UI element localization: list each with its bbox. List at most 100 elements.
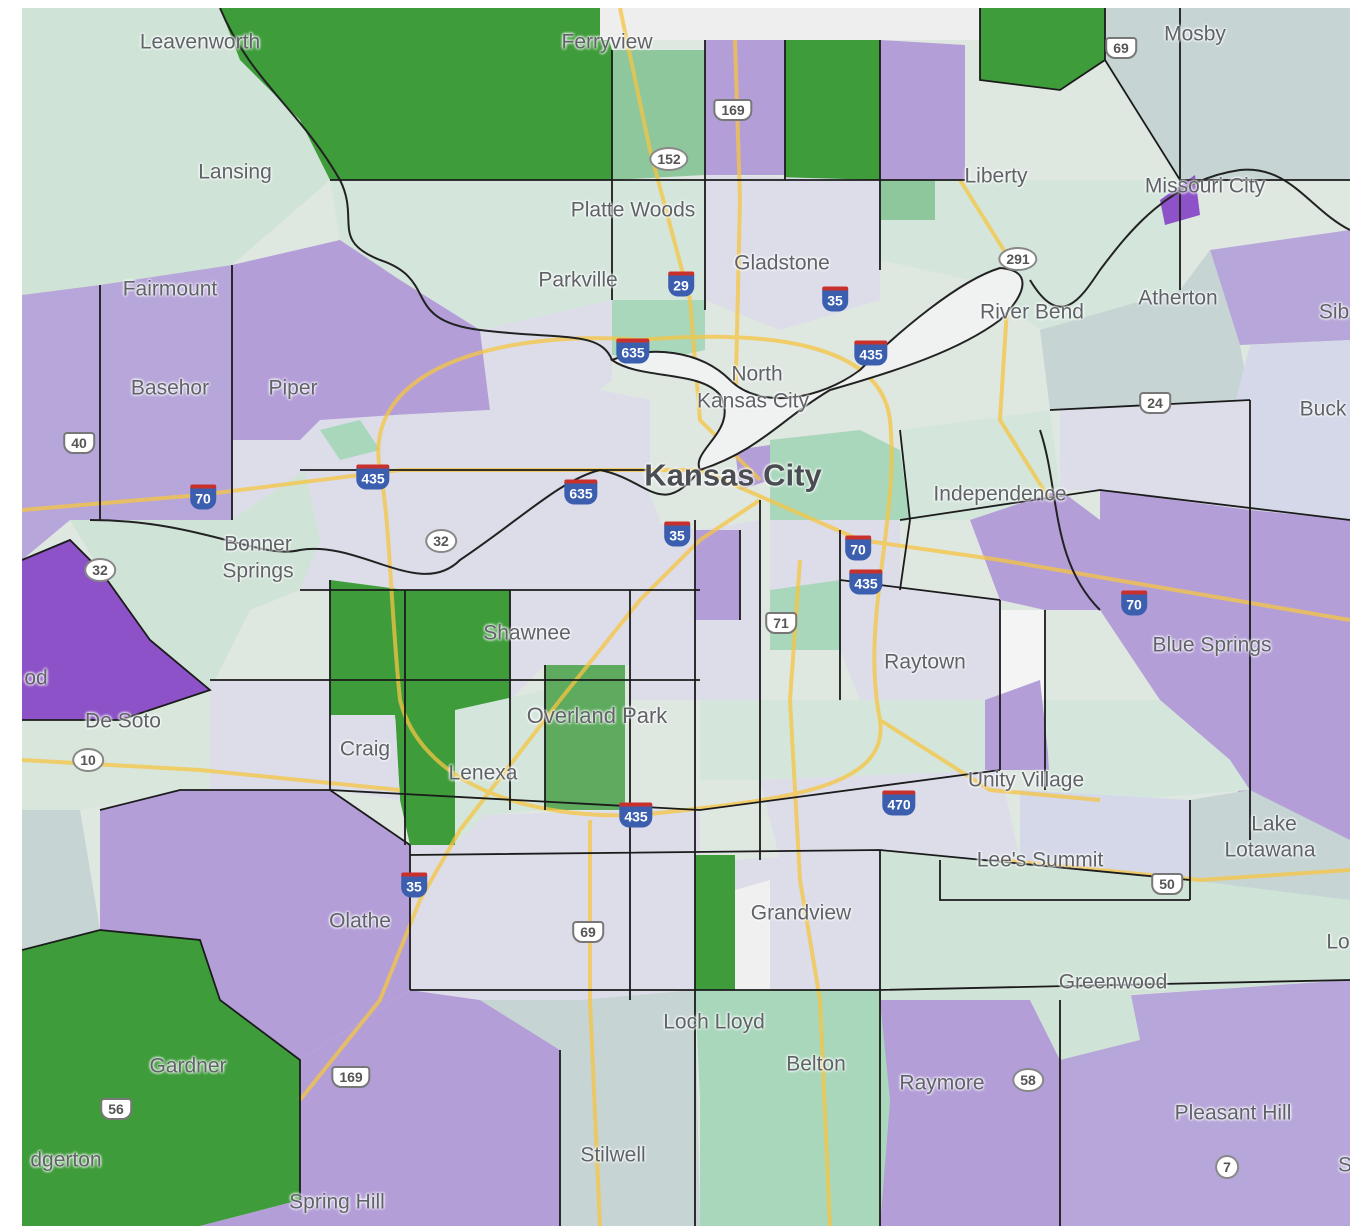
region-shawnee-lavender[interactable] xyxy=(210,680,330,790)
region-piper[interactable] xyxy=(232,240,490,440)
region-overland-green[interactable] xyxy=(545,665,625,810)
place-label-springs: Springs xyxy=(222,559,294,583)
region-pleasant-hill-light[interactable] xyxy=(1030,990,1140,1060)
place-label-olathe: Olathe xyxy=(329,909,391,933)
region-northeast-purple[interactable] xyxy=(880,40,965,180)
region-greenwood[interactable] xyxy=(880,850,1350,1000)
region-shawnee-green-1[interactable] xyxy=(330,580,405,720)
state-route-shield-icon: 32 xyxy=(84,558,116,582)
place-label-fairmount: Fairmount xyxy=(122,277,218,301)
place-label-parkville: Parkville xyxy=(538,268,618,292)
interstate-route-shield-icon: 35 xyxy=(401,872,427,898)
region-north-green[interactable] xyxy=(220,8,612,180)
region-olathe-west[interactable] xyxy=(100,790,410,1060)
interstate-route-shield-icon: 635 xyxy=(564,479,598,505)
region-north-green-2[interactable] xyxy=(785,40,880,180)
boundary-lees-summit xyxy=(939,860,1190,901)
interstate-route-shield-icon: 470 xyxy=(882,790,916,816)
region-kck-green-bits[interactable] xyxy=(320,420,380,460)
place-label-de-soto: De Soto xyxy=(85,709,161,733)
missouri-river-downtown xyxy=(609,266,1024,472)
region-bonner-springs[interactable] xyxy=(70,470,320,690)
region-mosby-east[interactable] xyxy=(1105,8,1350,180)
place-label-overland-park: Overland Park xyxy=(526,703,668,728)
region-stilwell[interactable] xyxy=(480,990,700,1226)
place-label-mosby: Mosby xyxy=(1164,22,1226,46)
region-grandview-white[interactable] xyxy=(735,880,770,990)
region-blue-springs[interactable] xyxy=(1100,490,1350,840)
region-atherton[interactable] xyxy=(1040,250,1250,410)
place-label-lotawana: Lotawana xyxy=(1224,838,1316,862)
boundary-overland-row xyxy=(329,769,1001,811)
region-far-west[interactable] xyxy=(22,8,330,295)
region-kck-central[interactable] xyxy=(300,470,660,590)
place-label-bonner: Bonner xyxy=(224,532,292,556)
region-belton[interactable] xyxy=(695,990,890,1226)
region-southwest-gray[interactable] xyxy=(22,810,100,950)
interstate-route-shield-icon: 35 xyxy=(822,286,848,312)
highway-us71 xyxy=(787,559,832,1226)
map-canvas[interactable] xyxy=(22,8,1350,1226)
us-route-shield-icon: 56 xyxy=(100,1098,132,1120)
region-top-strip[interactable] xyxy=(600,8,980,40)
region-dark-purple-west[interactable] xyxy=(22,540,210,720)
us-route-shield-icon: 71 xyxy=(765,612,797,634)
region-raymore[interactable] xyxy=(880,1000,1060,1226)
region-lenexa-green[interactable] xyxy=(395,710,455,845)
place-label-gardner: Gardner xyxy=(149,1054,227,1078)
region-kc-purple-small[interactable] xyxy=(735,445,770,490)
region-top-green-east[interactable] xyxy=(980,8,1105,90)
region-blue-springs-west[interactable] xyxy=(970,490,1100,610)
region-raytown[interactable] xyxy=(840,580,1000,700)
region-shawnee-center[interactable] xyxy=(510,590,630,700)
region-east-lavender[interactable] xyxy=(1060,400,1250,510)
state-route-shield-icon: 58 xyxy=(1012,1068,1044,1092)
region-west-purple[interactable] xyxy=(22,265,232,560)
region-kc-green-central[interactable] xyxy=(770,430,910,530)
boundary-mosby xyxy=(1104,59,1350,181)
place-label-kansas-city: Kansas City xyxy=(644,457,822,493)
missouri-river-west xyxy=(219,8,613,361)
region-gardner[interactable] xyxy=(22,930,300,1226)
state-route-shield-icon: 7 xyxy=(1215,1155,1239,1179)
district-boundaries xyxy=(22,8,1350,1226)
place-label-liberty: Liberty xyxy=(964,164,1028,188)
region-overland-south[interactable] xyxy=(410,810,700,1000)
region-kc-south-1[interactable] xyxy=(700,700,1000,780)
region-white-cell[interactable] xyxy=(1000,610,1045,700)
place-label-belton: Belton xyxy=(786,1052,846,1076)
region-sibley[interactable] xyxy=(1210,230,1350,345)
place-label-kansas-city: Kansas City xyxy=(696,389,810,413)
interstate-route-shield-icon: 70 xyxy=(190,484,216,510)
region-kc-purple-block[interactable] xyxy=(695,530,740,620)
place-label-grandview: Grandview xyxy=(750,901,852,925)
place-label-lo: Lo xyxy=(1326,930,1350,954)
place-label-blue-springs: Blue Springs xyxy=(1152,633,1272,657)
place-label-od: od xyxy=(24,666,48,690)
region-parkville-south[interactable] xyxy=(480,300,612,410)
region-shawnee-green-2[interactable] xyxy=(405,590,510,720)
place-label-lee-s-summit: Lee's Summit xyxy=(976,848,1104,872)
region-unity-village[interactable] xyxy=(1045,700,1250,800)
place-label-spring-hill: Spring Hill xyxy=(289,1190,385,1214)
region-kck-north[interactable] xyxy=(395,390,650,470)
place-label-stilwell: Stilwell xyxy=(580,1143,646,1167)
region-green-patch[interactable] xyxy=(880,180,935,220)
us-route-shield-icon: 40 xyxy=(63,432,95,454)
state-route-shield-icon: 291 xyxy=(998,247,1038,271)
region-unity-purple[interactable] xyxy=(985,680,1050,770)
interstate-route-shield-icon: 29 xyxy=(668,271,694,297)
region-independence[interactable] xyxy=(900,410,1060,520)
highway-us169 xyxy=(733,39,743,421)
interstate-route-shield-icon: 435 xyxy=(849,569,883,595)
place-label-platte-woods: Platte Woods xyxy=(570,198,696,222)
region-spring-hill[interactable] xyxy=(200,990,560,1226)
region-grandview-green[interactable] xyxy=(695,855,735,990)
interstate-route-shield-icon: 35 xyxy=(664,521,690,547)
place-label-craig: Craig xyxy=(339,737,391,761)
us-route-shield-icon: 69 xyxy=(572,921,604,943)
interstate-route-shield-icon: 435 xyxy=(356,464,390,490)
region-craig[interactable] xyxy=(320,715,400,800)
interstate-route-shield-icon: 70 xyxy=(845,535,871,561)
